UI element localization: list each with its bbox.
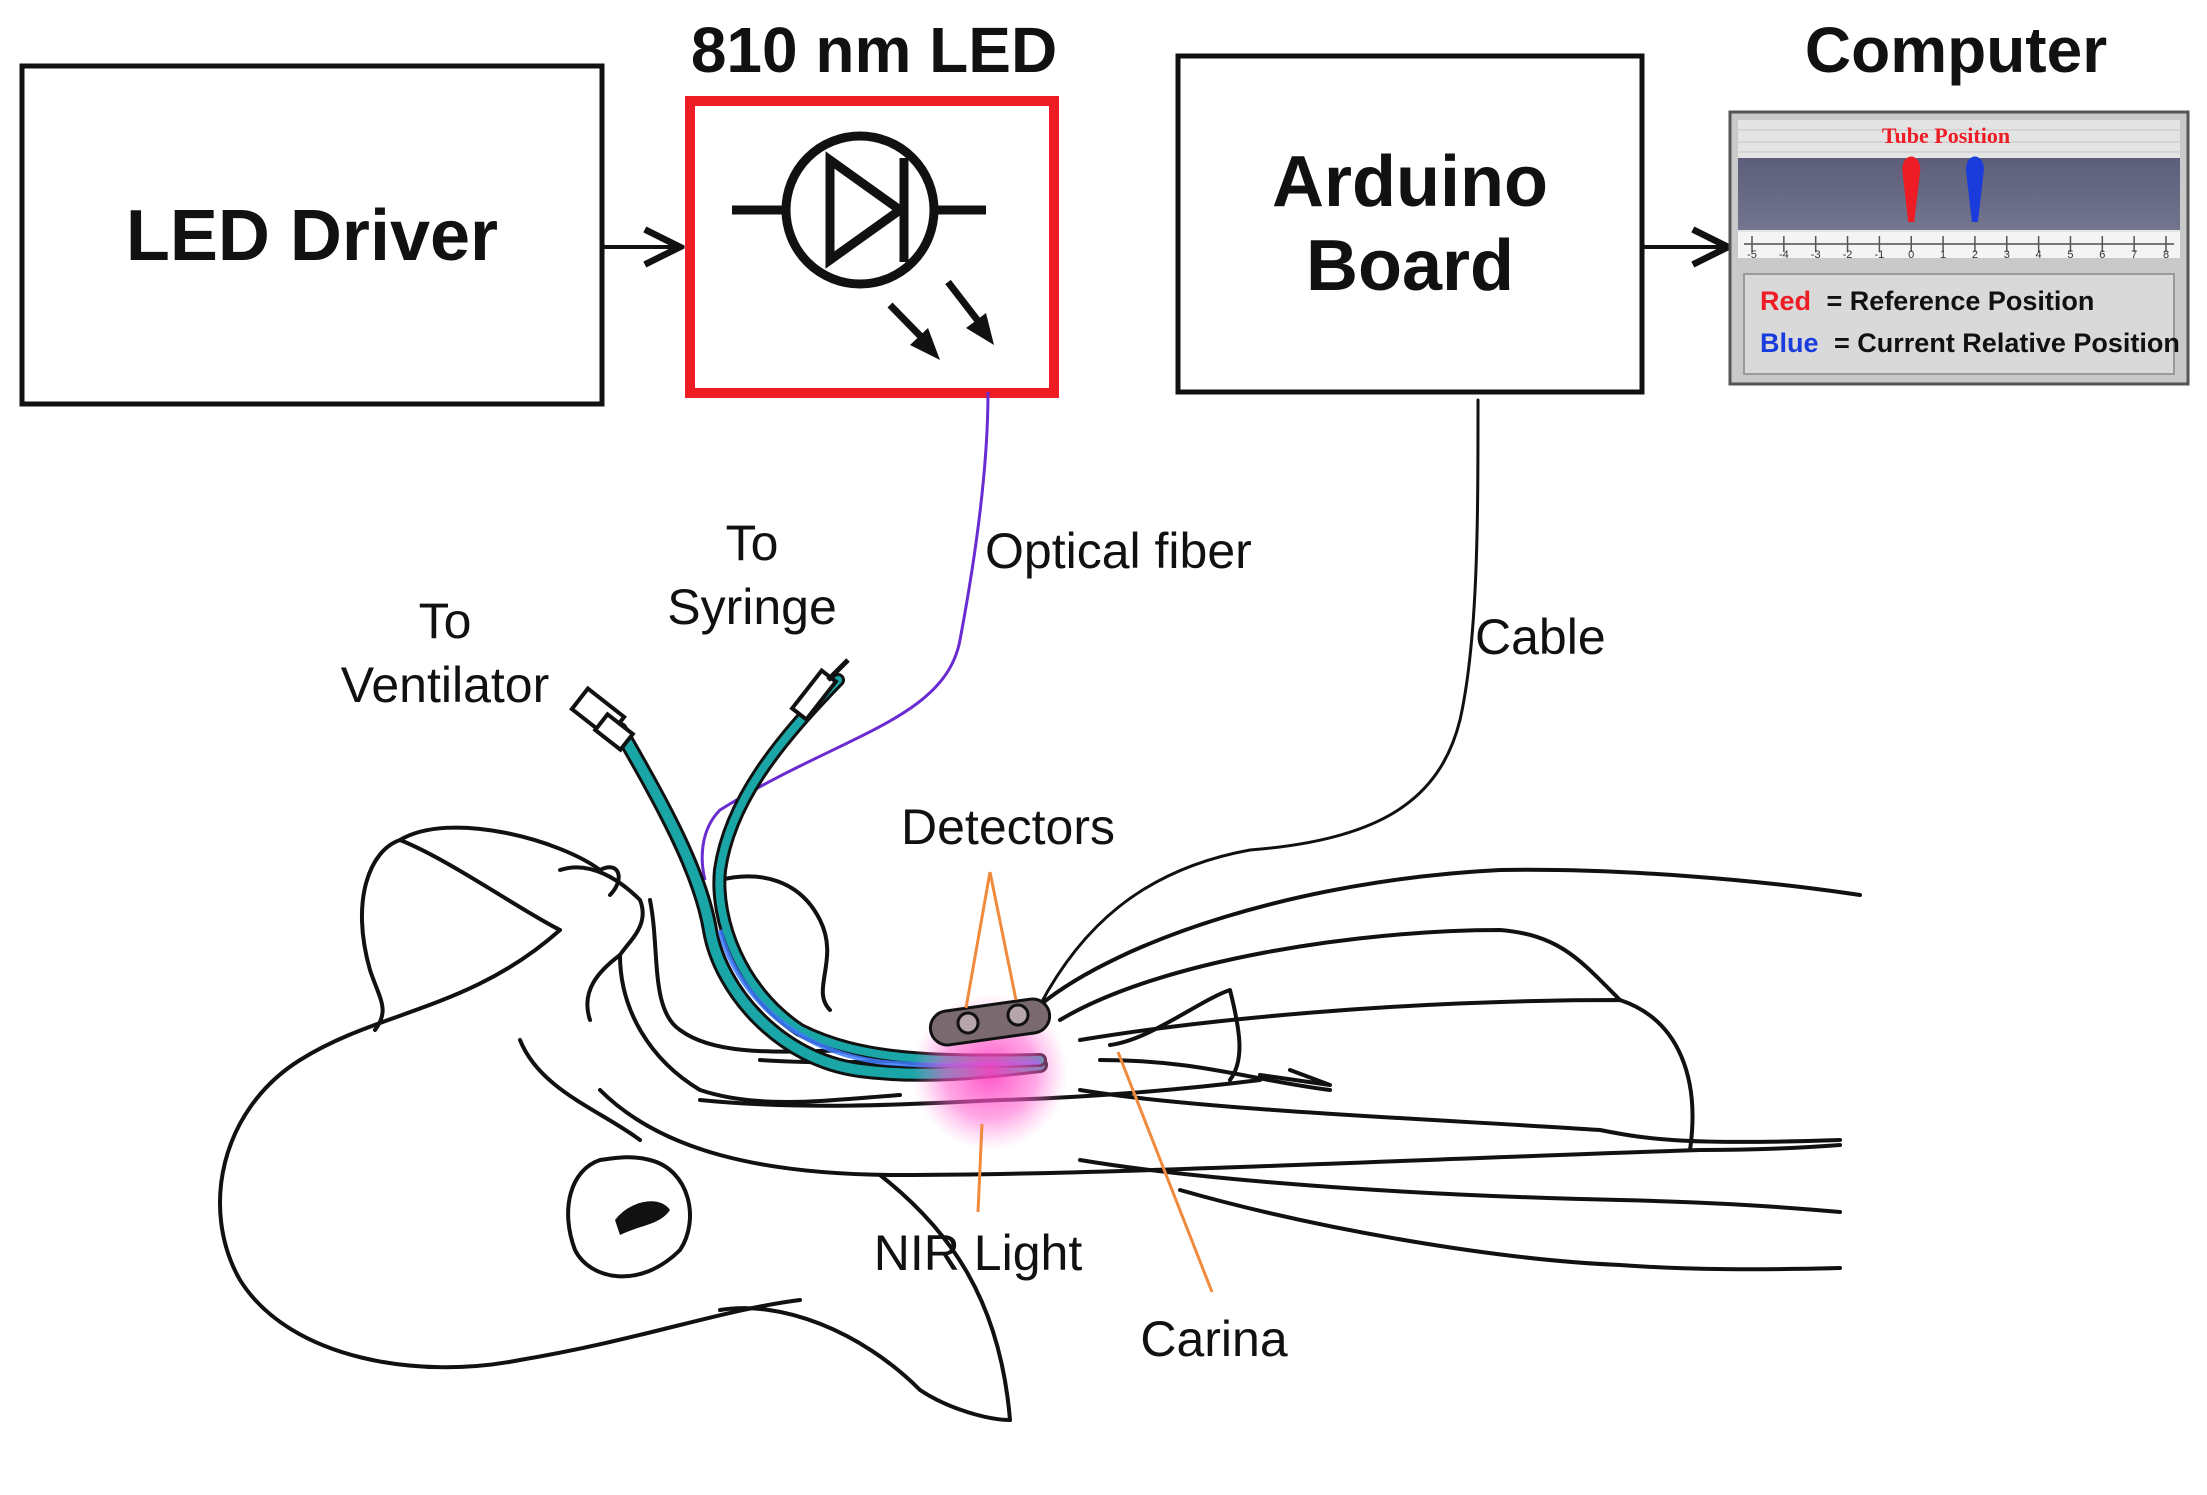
legend-red-row: Red = Reference Position: [1760, 286, 2094, 316]
to-syringe-line1: To: [726, 515, 779, 571]
to-ventilator-line2: Ventilator: [341, 657, 549, 713]
scale-tick-label: 6: [2099, 249, 2105, 261]
arduino-label-line1: Arduino: [1272, 142, 1548, 222]
nir-light-leader: [976, 1123, 984, 1213]
detectors-label: Detectors: [901, 799, 1115, 855]
led-title: 810 nm LED: [691, 14, 1057, 86]
legend-red-key: Red: [1760, 286, 1811, 316]
computer-block: Computer Tube Position -5 -4 -3 -2 -1 0 1 2 3 4 5 6…: [1728, 14, 2190, 386]
led-driver-block: LED Driver: [19, 63, 605, 407]
tube-position-title: Tube Position: [1882, 123, 2010, 148]
cable-label: Cable: [1475, 609, 1606, 665]
scale-tick-label: -4: [1779, 249, 1789, 261]
detectors-leader-1: [964, 871, 992, 1009]
scale-tick-label: -1: [1874, 249, 1884, 261]
optical-fiber-line: [700, 391, 990, 881]
reference-position-marker: [1902, 156, 1921, 222]
scale-tick-label: 1: [1940, 249, 1946, 261]
tube-position-track: [1738, 158, 2180, 230]
computer-title: Computer: [1805, 14, 2107, 86]
legend-blue-row: Blue = Current Relative Position: [1760, 328, 2180, 358]
scale-tick-label: 5: [2067, 249, 2073, 261]
carina-leader: [1116, 1051, 1214, 1293]
carina-label: Carina: [1140, 1311, 1287, 1367]
scale-tick-label: -5: [1747, 249, 1757, 261]
scale-tick-label: 3: [2004, 249, 2010, 261]
detector-probe: [928, 997, 1052, 1047]
detector-1-icon: [956, 1011, 980, 1035]
to-syringe-line2: Syringe: [667, 579, 837, 635]
scale-tick-label: 8: [2163, 249, 2169, 261]
scale-tick-label: 7: [2131, 249, 2137, 261]
legend-blue-key: Blue: [1760, 328, 1819, 358]
scale-tick-label: -2: [1843, 249, 1853, 261]
led-block: 810 nm LED: [685, 14, 1059, 398]
scale-tick-label: -3: [1811, 249, 1821, 261]
nir-light-label: NIR Light: [874, 1225, 1083, 1281]
led-driver-label: LED Driver: [126, 196, 498, 276]
legend-red-text: = Reference Position: [1827, 286, 2095, 316]
legend-panel: [1743, 273, 2175, 375]
arduino-cable-line: [1038, 398, 1480, 1007]
monitor-grid: [1738, 129, 2180, 153]
detector-2-icon: [1006, 1003, 1030, 1027]
detectors-leader-2: [988, 871, 1018, 1001]
scale-tick-label: 4: [2036, 249, 2042, 261]
current-position-marker: [1965, 156, 1984, 222]
legend-blue-text: = Current Relative Position: [1834, 328, 2180, 358]
arduino-block: Arduino Board: [1175, 53, 1645, 395]
to-ventilator-line1: To: [419, 593, 472, 649]
position-scale: -5 -4 -3 -2 -1 0 1 2 3 4 5 6 7 8: [1747, 236, 2169, 261]
scale-tick-label: 0: [1908, 249, 1914, 261]
arduino-label-line2: Board: [1306, 226, 1514, 306]
led-symbol-icon: [732, 131, 994, 360]
scale-tick-label: 2: [1972, 249, 1978, 261]
position-markers: [1902, 156, 1984, 222]
optical-fiber-label: Optical fiber: [985, 523, 1252, 579]
